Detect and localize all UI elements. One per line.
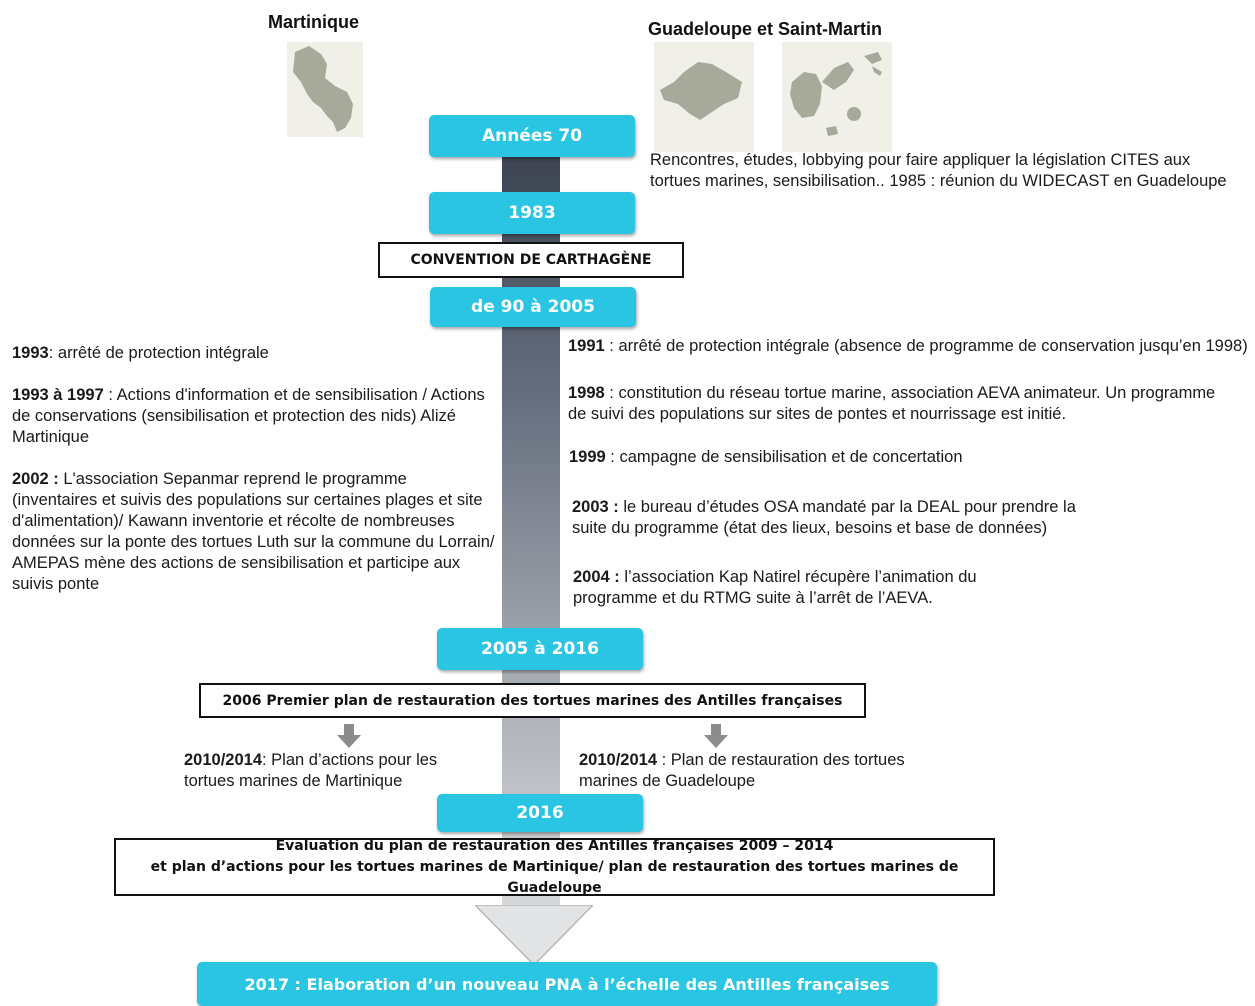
evaluation-box: Evaluation du plan de restauration des A… (114, 838, 995, 896)
guadeloupe-map (782, 42, 892, 152)
period-2005-2016: 2005 à 2016 (437, 628, 643, 670)
martinique-map (287, 42, 363, 137)
event-year: 1993 (12, 344, 49, 362)
guadeloupe-title: Guadeloupe et Saint-Martin (648, 19, 883, 39)
period-90-2005: de 90 à 2005 (430, 287, 636, 327)
event-year: 2010/2014 (184, 751, 262, 769)
right-event-2003: 2003 : le bureau d’études OSA mandaté pa… (572, 497, 1112, 539)
down-arrow-right-icon (704, 724, 728, 748)
evaluation-line-2: et plan d’actions pour les tortues marin… (150, 858, 959, 896)
event-year: 2002 : (12, 470, 59, 488)
period-1983: 1983 (429, 192, 635, 234)
event-text: : campagne de sensibilisation et de conc… (605, 448, 963, 466)
event-text: : constitution du réseau tortue marine, … (568, 384, 1216, 423)
convention-carthagene-box: CONVENTION DE CARTHAGÈNE (378, 242, 684, 278)
event-year: 2003 : (572, 498, 619, 516)
event-year: 2004 : (573, 568, 620, 586)
event-text: : Plan de restauration des tortues marin… (579, 751, 905, 790)
timeline-arrow-head (475, 905, 593, 967)
left-event-2002: 2002 : L'association Sepanmar reprend le… (12, 469, 496, 595)
martinique-title: Martinique (268, 12, 360, 32)
down-arrow-left-icon (337, 724, 361, 748)
right-event-1998: 1998 : constitution du réseau tortue mar… (568, 383, 1228, 425)
right-event-1991: 1991 : arrêté de protection intégrale (a… (568, 336, 1253, 357)
event-text: L'association Sepanmar reprend le progra… (12, 470, 495, 593)
event-year: 1999 (569, 448, 606, 466)
event-text: l’association Kap Natirel récupère l’ani… (573, 568, 977, 607)
event-year: 2010/2014 (579, 751, 657, 769)
event-year: 1998 (568, 384, 605, 402)
pna-2017-banner: 2017 : Elaboration d’un nouveau PNA à l’… (197, 962, 937, 1006)
left-event-1993-1997: 1993 à 1997 : Actions d'information et d… (12, 385, 492, 448)
left-event-1993: 1993: arrêté de protection intégrale (12, 343, 492, 364)
plan-guadeloupe-2010: 2010/2014 : Plan de restauration des tor… (579, 750, 949, 792)
period-annees-70: Années 70 (429, 115, 635, 157)
event-text: : Actions d'information et de sensibilis… (12, 386, 485, 446)
event-year: 1993 à 1997 (12, 386, 104, 404)
plan-martinique-2010: 2010/2014: Plan d’actions pour les tortu… (184, 750, 484, 792)
guadeloupe-intro-text: Rencontres, études, lobbying pour faire … (650, 151, 1227, 190)
event-year: 1991 (568, 337, 605, 355)
event-text: le bureau d’études OSA mandaté par la DE… (572, 498, 1076, 537)
plan-2006-box: 2006 Premier plan de restauration des to… (199, 683, 866, 718)
saint-martin-map (654, 42, 754, 152)
right-event-1999: 1999 : campagne de sensibilisation et de… (569, 447, 1229, 468)
right-event-2004: 2004 : l’association Kap Natirel récupèr… (573, 567, 993, 609)
event-text: : Plan d’actions pour les tortues marine… (184, 751, 438, 790)
event-text: : arrêté de protection intégrale (48, 344, 269, 362)
event-text: : arrêté de protection intégrale (absenc… (604, 337, 1248, 355)
evaluation-line-1: Evaluation du plan de restauration des A… (275, 837, 834, 854)
period-2016: 2016 (437, 794, 643, 832)
